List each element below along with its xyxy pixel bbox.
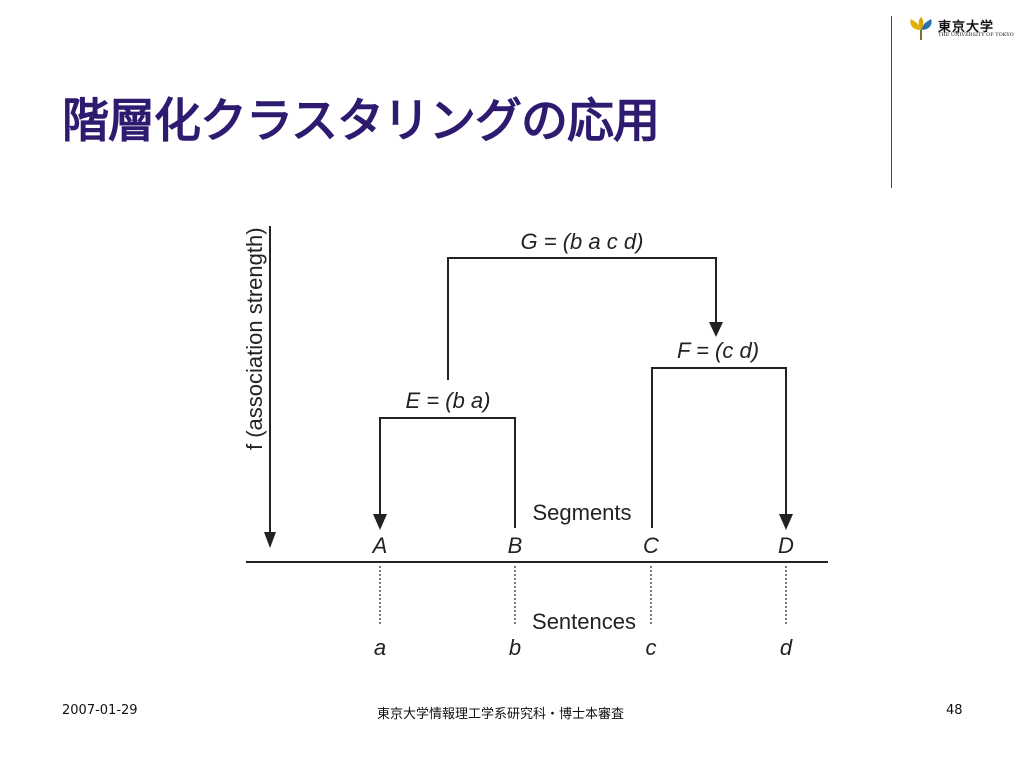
axis-label: f (association strength): [242, 227, 267, 450]
university-logo: 東京大学 THE UNIVERSITY OF TOKYO: [908, 16, 1014, 44]
cluster-e-label: E = (b a): [406, 388, 491, 413]
logo-name-en: THE UNIVERSITY OF TOKYO: [938, 32, 1014, 38]
cluster-g-bracket: [447, 257, 717, 380]
cluster-g-label: G = (b a c d): [521, 229, 644, 254]
cluster-f-arrowhead: [779, 514, 793, 530]
header-divider: [891, 16, 892, 188]
segment-c: C: [643, 533, 659, 558]
ginkgo-leaf-icon: [910, 17, 932, 40]
page-number: 48: [946, 703, 963, 718]
cluster-e-arrowhead: [373, 514, 387, 530]
logo-name-jp: 東京大学: [938, 20, 995, 35]
footer-date: 2007-01-29: [62, 703, 138, 718]
segments-label: Segments: [532, 500, 631, 525]
cluster-g-arrowhead: [709, 322, 723, 337]
cluster-f-bracket: [651, 367, 787, 528]
slide-title: 階層化クラスタリングの応用: [62, 94, 660, 149]
cluster-f-label: F = (c d): [677, 338, 759, 363]
sentence-c: c: [646, 635, 657, 660]
sentence-d: d: [780, 635, 793, 660]
sentences-label: Sentences: [532, 609, 636, 634]
axis-arrowhead: [264, 532, 276, 548]
cluster-e-bracket: [379, 417, 516, 528]
segment-b: B: [508, 533, 523, 558]
footer-affiliation: 東京大学情報理工学系研究科・博士本審査: [377, 707, 625, 722]
segment-a: A: [371, 533, 388, 558]
sentence-b: b: [509, 635, 521, 660]
sentence-a: a: [374, 635, 386, 660]
segment-d: D: [778, 533, 794, 558]
